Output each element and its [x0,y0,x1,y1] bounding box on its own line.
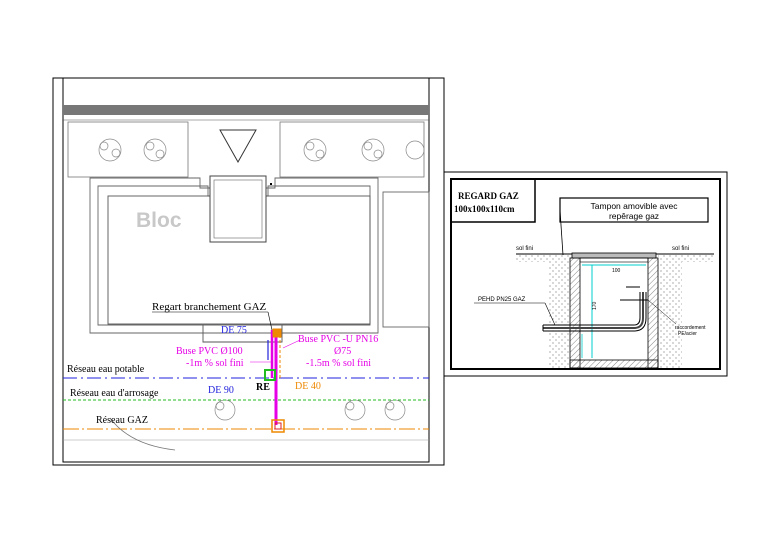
regard-label: Regart branchement GAZ [152,301,267,313]
reseau-gaz-label: Réseau GAZ [96,415,148,426]
bloc-label: Bloc [136,209,182,232]
bloc-outline-inner [97,185,371,326]
buse-pvc-u-line1: Buse PVC -U PN16 [298,334,378,345]
buse-pvc-u-line3: -1.5m % sol fini [306,358,371,369]
reseau-arrosage-label: Réseau eau d'arrosage [70,388,159,399]
side-building [382,191,430,328]
lid [571,252,657,259]
bloc-outline-outer [89,177,379,334]
de90-label: DE 90 [208,385,234,396]
tampon-line1: Tampon amovible avec [591,201,679,211]
bloc-core-outer [209,175,267,243]
regard-symbol [272,328,282,338]
detail-view: REGARD GAZ 100x100x110cm Tampon amovible… [443,171,728,377]
detail-title-box [450,178,536,223]
de75-label: DE 75 [221,325,247,336]
dim-170-label: 170 [592,301,598,310]
chamber-wall-left [569,257,581,369]
detail-frame-inner [450,178,721,370]
gas-pipes [542,286,648,332]
dim-100-label: 100 [612,268,621,274]
sol-fini-left: sol fini [516,246,533,252]
tampon-line2: repêrage gaz [609,211,659,221]
buse-pvc-100-line1: Buse PVC Ø100 [176,346,243,357]
buse-pvc-u-line2: Ø75 [334,346,351,357]
plan-view: Bloc Regart branchement GAZ Réseau eau p… [52,77,445,466]
meter-symbol [264,369,276,381]
curb-curve [109,417,176,451]
detail-title-line1: REGARD GAZ [458,191,519,201]
chamber-wall-right [647,257,659,369]
gas-valve-box [271,419,285,433]
reseau-eau-potable-label: Réseau eau potable [67,364,145,375]
buse-pvc-100-line2: -1m % sol fini [186,358,244,369]
de40-label: DE 40 [295,381,321,392]
triangle-icon [219,129,257,164]
raccord-line1: raccordement [675,325,706,331]
soil-right [658,254,714,368]
re-label: RE [256,382,270,393]
detail-title-line2: 100x100x110cm [454,204,515,214]
raccord-line2: PE/acier [678,331,697,337]
shrub-icons [98,138,425,421]
pehd-label: PEHD PN25 GAZ [478,297,526,303]
chamber-floor [569,359,659,369]
soil-left [516,254,570,368]
planter-left [67,121,189,178]
entry-notch [202,325,283,343]
bloc-core-inner [213,179,263,239]
sol-fini-right: sol fini [672,246,689,252]
road-band [63,105,429,115]
lid-frame [579,257,649,263]
